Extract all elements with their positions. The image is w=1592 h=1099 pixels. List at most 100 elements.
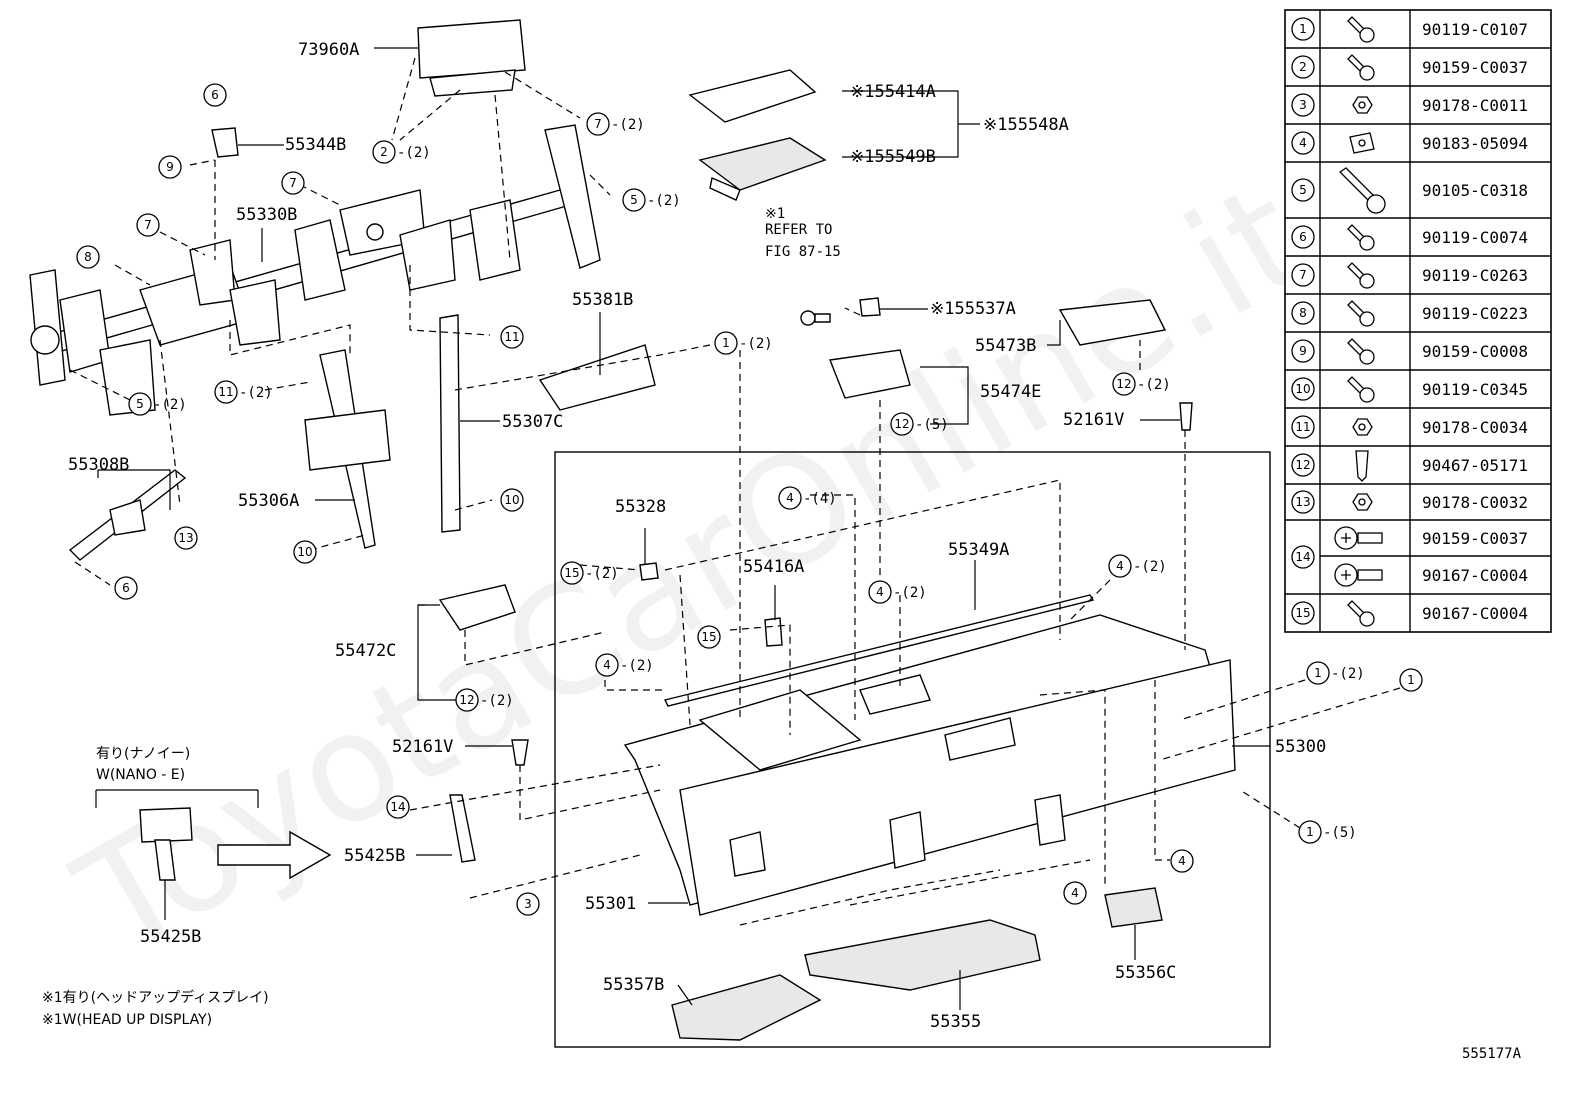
part-55328 [639,562,659,581]
table-part-number: 90159-C0037 [1422,529,1528,548]
label-55356C: 55356C [1115,963,1176,983]
table-screw-icon-14a [1334,526,1383,550]
table-callout-7: 7 [1299,268,1307,282]
qty-5-left: -(2) [153,397,187,413]
table-nut-icon-3 [1352,96,1373,114]
duct-55357B [671,974,822,1041]
table-callout-1: 1 [1299,22,1307,36]
label-55307C: 55307C [502,412,563,432]
qty-1-right: -(2) [1331,666,1365,682]
table-callout-6: 6 [1299,230,1307,244]
callout-8: 8 [84,250,92,264]
hud-unit-55549B [698,137,827,191]
qty-7: -(2) [611,117,645,133]
qty-4-top: -(4) [803,491,837,507]
table-part-number: 90178-C0034 [1422,418,1528,437]
callout-7-top: 7 [594,117,602,131]
table-callout-5: 5 [1299,183,1307,197]
label-55381B: 55381B [572,290,633,310]
nano-note-en: W(NANO - E) [96,767,185,783]
callout-15-left: 15 [564,566,579,580]
table-bolt-icon-1 [1347,16,1375,43]
table-clip-nut-icon-4 [1349,132,1375,154]
label-55548A: ※155548A [983,115,1069,135]
callout-1-farright: 1 [1407,673,1415,687]
refer-note-line2: FIG 87-15 [765,244,841,260]
cover-55473B [1058,299,1167,346]
table-bolt-icon-6 [1347,224,1375,251]
qty-12-mid: -(5) [915,417,949,433]
label-55308B: 55308B [68,455,129,475]
table-callout-3: 3 [1299,98,1307,112]
garnish-strip-55349A [663,594,1095,707]
table-callout-4: 4 [1299,136,1307,150]
callout-15-mid: 15 [701,630,716,644]
qty-12-left: -(2) [480,693,514,709]
callout-1-right: 1 [1314,666,1322,680]
duct-55356C [1104,887,1163,928]
qty-4-righttop: -(2) [1133,559,1167,575]
table-clip-icon-12 [1355,450,1369,482]
table-part-number: 90167-C0004 [1422,604,1528,623]
callout-7-mid: 7 [289,176,297,190]
callout-13: 13 [178,531,193,545]
table-callout-10: 10 [1295,382,1310,396]
label-55357B: 55357B [603,975,664,995]
callout-4-mid: 4 [876,585,884,599]
table-nut-icon-11 [1352,418,1373,436]
table-bolt-icon-8 [1347,300,1375,327]
qty-1-top: -(2) [739,336,773,352]
cover-55472C [438,584,516,631]
label-55425B: 55425B [344,846,405,866]
table-part-number: 90119-C0263 [1422,266,1528,285]
figure-code: 555177A [1462,1046,1522,1062]
callout-1-bottom: 1 [1306,825,1314,839]
label-55472C: 55472C [335,641,396,661]
footnote-en: ※1W(HEAD UP DISPLAY) [42,1012,212,1028]
qty-4-left: -(2) [620,658,654,674]
label-73960A: 73960A [298,40,359,60]
leader-lines [95,47,1270,1010]
callout-3: 3 [524,897,532,911]
callout-10-right: 10 [504,493,519,507]
table-bolt-icon-15 [1347,600,1375,627]
callouts: 6 9 2 -(2) 7 -(2) 7 5 -(2) 7 8 11 1 -(2)… [76,83,1423,916]
label-55425B-nano: 55425B [140,927,201,947]
table-long-bolt-icon-5 [1338,167,1386,214]
clip-52161V-right [1179,402,1193,431]
clip-55537A [859,297,881,317]
airbag-module [417,19,526,97]
label-55474E: 55474E [980,382,1041,402]
callout-12-left: 12 [459,693,474,707]
callout-11-left: 11 [218,385,233,399]
label-55549B: ※155549B [850,147,936,167]
qty-5-right: -(2) [647,193,681,209]
qty-12-topright: -(2) [1137,377,1171,393]
table-bolt-icon-2 [1347,54,1375,81]
cover-55474E [829,349,911,399]
table-nut-icon-13 [1352,493,1373,511]
table-part-number: 90119-C0107 [1422,20,1528,39]
callout-4-right: 4 [1178,854,1186,868]
table-part-number: 90119-C0345 [1422,380,1528,399]
table-bolt-icon-7 [1347,262,1375,289]
table-part-number: 90183-05094 [1422,134,1528,153]
label-55349A: 55349A [948,540,1009,560]
table-callout-9: 9 [1299,344,1307,358]
guide-lines [69,57,1401,926]
bracket-55344B [211,127,239,158]
callout-5-right: 5 [630,193,638,207]
label-55355: 55355 [930,1012,981,1032]
table-callout-8: 8 [1299,306,1307,320]
callout-12-mid: 12 [894,417,909,431]
callout-14: 14 [390,800,405,814]
label-52161V-left: 52161V [392,737,453,757]
callout-4-bottom: 4 [1071,886,1079,900]
table-part-number: 90119-C0223 [1422,304,1528,323]
duct-55355 [804,919,1041,991]
table-part-number: 90178-C0011 [1422,96,1528,115]
nano-e-duct-55425B [139,807,193,843]
reinforcement-assembly [29,124,601,416]
table-callout-15: 15 [1295,606,1310,620]
refer-note-line1: REFER TO [765,222,832,238]
